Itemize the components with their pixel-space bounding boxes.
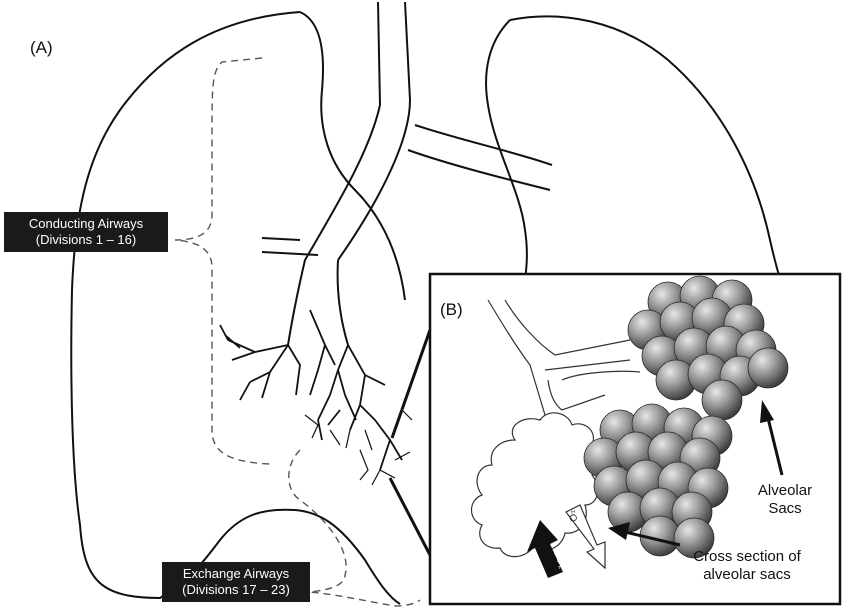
zoom-lines	[390, 330, 430, 555]
alveolar-sacs-label: Alveolar Sacs	[745, 482, 825, 518]
terminal-bronchioles	[305, 410, 412, 485]
panel-b-label: (B)	[440, 300, 463, 320]
left-lung-outline	[71, 12, 400, 604]
cross-section-line1: Cross section of	[672, 548, 822, 566]
right-lung-medial-edge	[486, 20, 527, 280]
left-lung-top-edge	[300, 12, 405, 300]
conducting-airways-label: Conducting Airways (Divisions 1 – 16)	[4, 212, 168, 252]
alveolus-sphere	[702, 380, 742, 420]
right-lung-outline	[510, 16, 784, 290]
exchange-airways-divisions: (Divisions 17 – 23)	[168, 582, 304, 598]
alveolus-sphere	[748, 348, 788, 388]
exchange-airways-label: Exchange Airways (Divisions 17 – 23)	[162, 562, 310, 602]
conducting-airways-divisions: (Divisions 1 – 16)	[10, 232, 162, 248]
exchange-airways-title: Exchange Airways	[168, 566, 304, 582]
alveolar-sacs-line1: Alveolar	[745, 482, 825, 500]
conducting-airways-title: Conducting Airways	[10, 216, 162, 232]
bronchial-tree-branches	[220, 310, 402, 470]
cross-section-label: Cross section of alveolar sacs	[672, 548, 822, 584]
alveolar-sacs-line2: Sacs	[745, 500, 825, 518]
trachea	[378, 2, 410, 105]
cross-section-line2: alveolar sacs	[672, 566, 822, 584]
conducting-bracket	[175, 58, 270, 464]
panel-a-label: (A)	[30, 38, 53, 58]
